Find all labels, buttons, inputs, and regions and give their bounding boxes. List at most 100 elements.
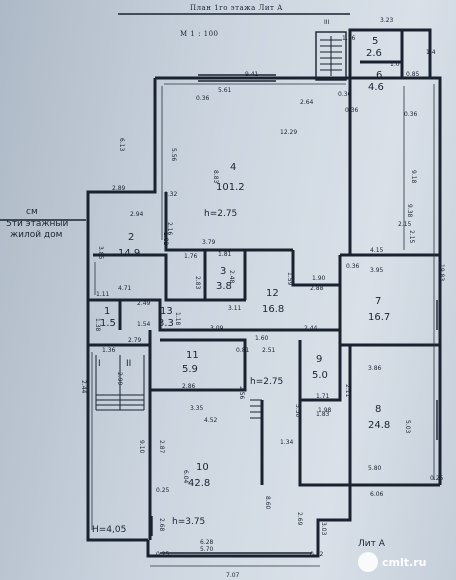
room-10: 10 42.8 [188, 462, 210, 489]
room-12: 12 16.8 [262, 288, 284, 315]
dimension-label: 3.03 [320, 522, 327, 536]
room-1: 1 1.5 [100, 306, 116, 329]
stair-i-ii-steps [95, 355, 262, 419]
dimension-label: 0.32 [164, 191, 178, 198]
dimension-label: 0.81 [236, 347, 250, 354]
dimension-label: 3.86 [368, 365, 382, 372]
dimension-label: 2.94 [130, 211, 144, 218]
dimension-label: 1.54 [137, 321, 151, 328]
svg-text:13: 13 [160, 306, 173, 317]
room-13: 13 3.3 [158, 306, 174, 329]
window-marks [151, 74, 438, 554]
dimension-label: 6.28 [200, 539, 214, 546]
dimension-label: 1.59 [286, 272, 293, 286]
dimension-label: 19.83 [438, 264, 445, 281]
dimension-label: 1.18 [174, 312, 181, 326]
dimension-label: 2.64 [300, 99, 314, 106]
room-5: 5 2.6 [366, 36, 382, 59]
dimension-label: 5.50 [294, 404, 301, 418]
neighbor-line2: жилой дом [10, 230, 62, 240]
dimension-lines [91, 83, 435, 567]
dimension-label: 3.09 [210, 325, 224, 332]
svg-text:101.2: 101.2 [216, 182, 245, 193]
dimension-label: 4.15 [370, 247, 384, 254]
dimension-label: 2.86 [182, 383, 196, 390]
plan-scale: М 1 : 100 [180, 30, 219, 38]
dimension-label: 2.69 [296, 512, 303, 526]
dimension-label: 1.76 [342, 35, 356, 42]
dimension-label: 2.15 [398, 221, 412, 228]
svg-text:10: 10 [196, 462, 209, 473]
room-8: 8 24.8 [368, 404, 390, 431]
dimension-label: 5.61 [218, 87, 232, 94]
dimension-label: 5.70 [200, 546, 214, 553]
dimension-label: 1.4 [426, 49, 436, 56]
svg-text:16.7: 16.7 [368, 312, 390, 323]
dimension-label: 8.60 [264, 496, 271, 510]
dimension-label: 2.56 [238, 386, 245, 400]
dimension-label: 4.52 [204, 417, 218, 424]
svg-text:7: 7 [375, 296, 381, 307]
interior-walls [88, 30, 440, 540]
room-7: 7 16.7 [368, 296, 390, 323]
room-4: 4 101.2 [216, 162, 245, 193]
svg-text:5.9: 5.9 [182, 364, 198, 375]
svg-text:42.8: 42.8 [188, 478, 210, 489]
dimension-label: 3.11 [228, 305, 242, 312]
dimension-label: 2.16 [166, 222, 173, 236]
svg-text:3.8: 3.8 [216, 281, 232, 292]
dimension-label: 3.35 [190, 405, 204, 412]
svg-text:11: 11 [186, 350, 199, 361]
dimension-label: 2.11 [344, 384, 351, 398]
svg-text:3.3: 3.3 [158, 318, 174, 329]
dimension-label: 1.76 [184, 253, 198, 260]
dimension-label: 0.25 [430, 475, 444, 482]
dimension-label: 1.36 [102, 347, 116, 354]
dimension-label: 2.44 [80, 380, 87, 394]
dimension-label: 2.68 [158, 518, 165, 532]
wall-bottom-right [316, 483, 440, 540]
dimension-label: 0.25 [156, 487, 170, 494]
dimension-label: 12.29 [280, 129, 297, 136]
dimension-label: 9.41 [245, 71, 259, 78]
svg-text:1: 1 [104, 306, 110, 317]
svg-text:8: 8 [375, 404, 381, 415]
svg-text:24.8: 24.8 [368, 420, 390, 431]
lit-corner-label: Лит А [358, 539, 386, 549]
dimension-label: 2.44 [304, 325, 318, 332]
dimension-label: 6.04 [182, 470, 189, 484]
dimension-label: 5.03 [404, 420, 411, 434]
svg-text:12: 12 [266, 288, 279, 299]
watermark-logo-icon [358, 552, 378, 572]
svg-text:2: 2 [128, 232, 134, 243]
dimension-label: 0.36 [338, 91, 352, 98]
dimension-label: 2.48 [228, 270, 235, 284]
dimension-labels: 9.415.612.640.360.366.135.568.8312.290.3… [80, 17, 445, 579]
svg-text:4.6: 4.6 [368, 82, 384, 93]
dimension-label: 1.83 [316, 411, 330, 418]
dimension-label: 6.06 [370, 491, 384, 498]
dimension-label: 2.15 [408, 230, 415, 244]
dimension-label: 2.51 [262, 347, 276, 354]
room-6: 6 4.6 [368, 70, 384, 93]
dimension-label: 9.10 [138, 440, 145, 454]
dimension-label: 9.38 [406, 204, 413, 218]
dimension-label: 1.90 [312, 275, 326, 282]
stair-i-label: I [98, 359, 101, 369]
dimension-label: 1.11 [96, 291, 110, 298]
dimension-label: 3.79 [202, 239, 216, 246]
dimension-label: 8.83 [212, 170, 219, 184]
dimension-label: 2.88 [310, 285, 324, 292]
plan-title: План 1го этажа Лит А [190, 4, 283, 12]
stair-ii-label: II [126, 359, 131, 369]
height-corridor: h=2.75 [250, 377, 283, 387]
dimension-label: 0.36 [345, 107, 359, 114]
dimension-label: 1.34 [280, 439, 294, 446]
neighbor-cm: см [26, 207, 38, 217]
height-room-4: h=2.75 [204, 209, 237, 219]
dimension-label: 0.36 [404, 111, 418, 118]
svg-text:1.5: 1.5 [100, 318, 116, 329]
stair-iii-frame [315, 31, 347, 81]
svg-text:6: 6 [376, 70, 382, 81]
dimension-label: 0.36 [196, 95, 210, 102]
